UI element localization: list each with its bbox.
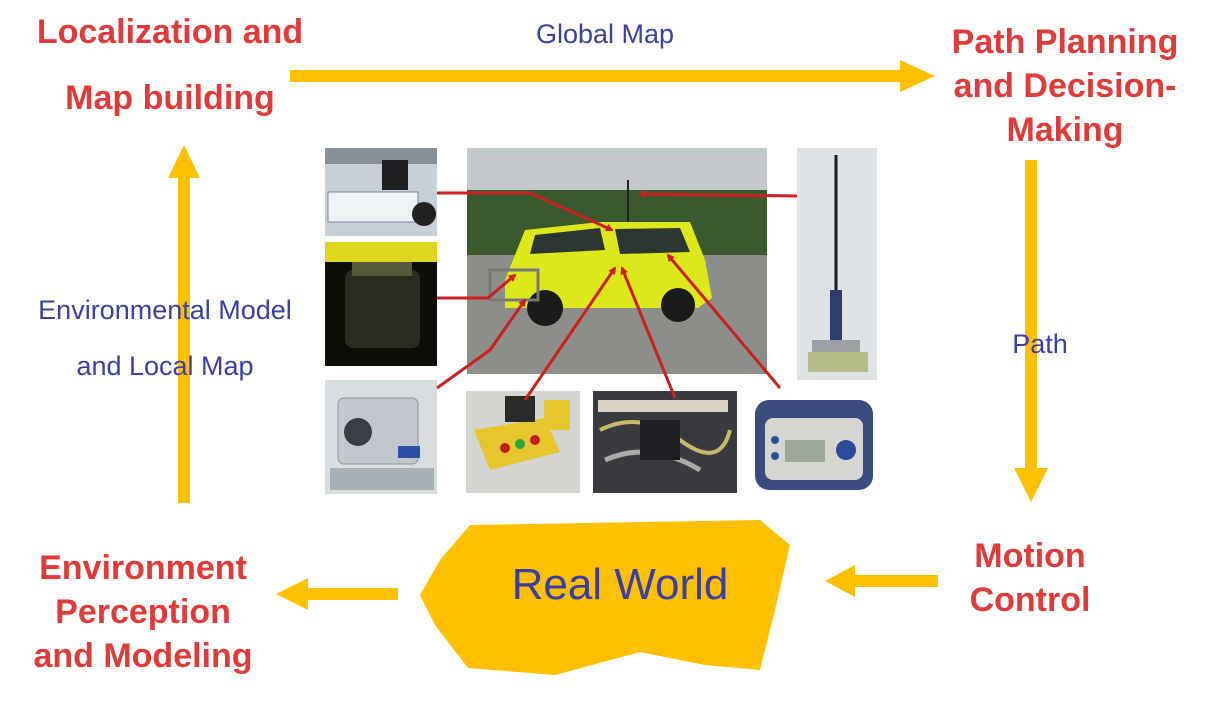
edge-label-environmental-model: Environmental Model and Local Map [10, 290, 320, 386]
node-text-line: and Modeling [33, 637, 253, 675]
real-world-blob [420, 520, 790, 675]
edge-text-line: Environmental Model [38, 295, 292, 325]
node-text-line: Control [969, 581, 1091, 619]
node-environment-perception: Environment Perception and Modeling [18, 546, 268, 678]
lidar-front-photo [325, 242, 437, 366]
edge-label-global-map: Global Map [535, 19, 675, 49]
laser-scanner-photo [325, 380, 437, 494]
node-text-line: Localization and [36, 13, 304, 51]
node-localization-map-building: Localization and Map building [10, 10, 330, 120]
arrow-world-to-perception [276, 578, 398, 610]
node-path-planning: Path Planning and Decision- Making [920, 20, 1210, 152]
wiring-photo [593, 391, 737, 493]
node-text-line: Map building [65, 79, 275, 117]
antenna-photo [797, 148, 877, 380]
node-text-line: Path Planning [951, 23, 1179, 61]
control-box-photo [466, 391, 580, 493]
sensor-pointers [436, 190, 798, 401]
node-text-line: Perception [55, 593, 231, 631]
edge-text-line: and Local Map [76, 351, 254, 381]
camera-photo [325, 148, 437, 236]
arrow-env-model [168, 145, 200, 503]
gps-receiver-photo [749, 388, 879, 496]
arrow-global-map [290, 60, 935, 92]
node-text-line: Environment [39, 549, 247, 587]
arrow-path [1014, 160, 1048, 502]
node-text-line: and Decision- [953, 67, 1177, 105]
edge-label-path: Path [1012, 329, 1068, 359]
node-text-line: Making [1006, 111, 1124, 149]
arrow-motion-to-world [825, 565, 938, 597]
vehicle-photo [467, 148, 767, 374]
real-world-label: Real World [511, 560, 729, 609]
node-motion-control: Motion Control [930, 534, 1130, 622]
node-text-line: Motion [974, 537, 1086, 575]
